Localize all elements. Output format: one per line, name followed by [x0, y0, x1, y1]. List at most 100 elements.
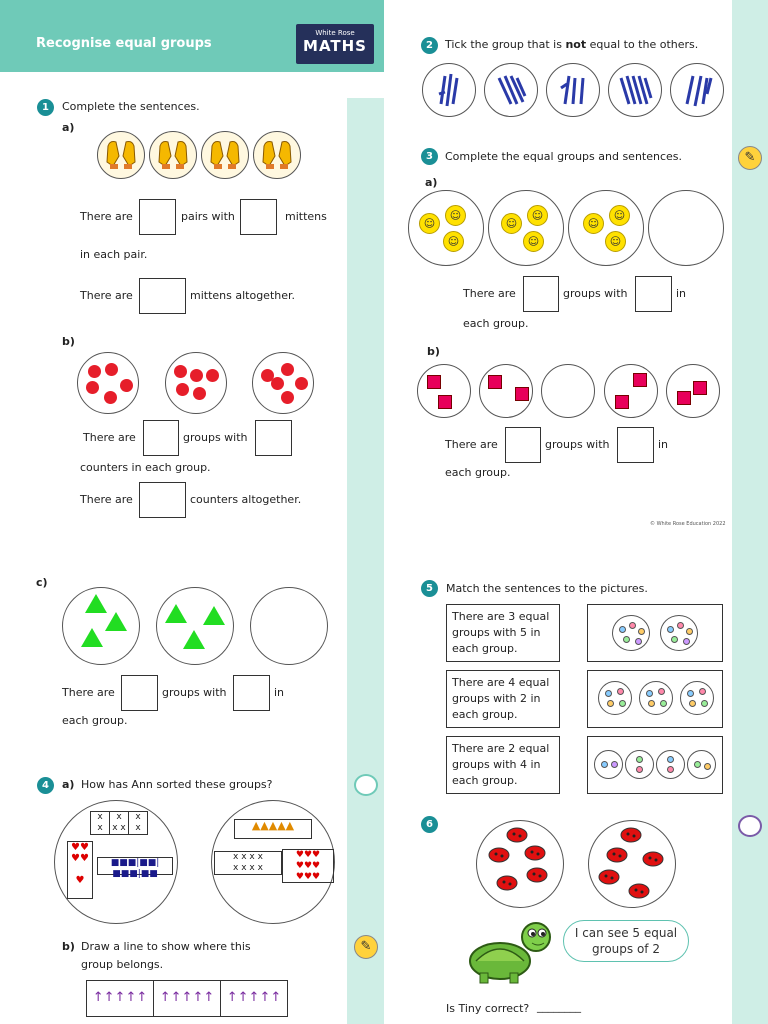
- q3a-answer-box-2[interactable]: [635, 276, 672, 312]
- counter-ring: [625, 750, 654, 779]
- pencil-group-2[interactable]: [484, 63, 538, 117]
- mini-counter: [683, 638, 690, 645]
- mittens-pair-3: [201, 131, 249, 179]
- smiley-face-icon: ☺: [445, 205, 466, 226]
- q1b-text: There are: [83, 431, 136, 444]
- q2-prompt-not: not: [565, 38, 587, 51]
- q1b-answer-box-2[interactable]: [255, 420, 292, 456]
- square-group-4: [604, 364, 658, 418]
- q3b-label: b): [427, 345, 440, 358]
- mini-counter: [667, 626, 674, 633]
- smiley-face-icon: ☺: [527, 205, 548, 226]
- smiley-face-icon: ☺: [419, 213, 440, 234]
- arrow-group-card[interactable]: ↑↑↑↑↑ ↑↑↑↑↑ ↑↑↑↑↑: [86, 980, 288, 1017]
- arrow-cell: ↑↑↑↑↑: [87, 981, 154, 1016]
- red-counter: [86, 381, 99, 394]
- smiley-group-3: ☺ ☺ ☺: [568, 190, 644, 266]
- q3a-answer-box-1[interactable]: [523, 276, 559, 312]
- pencils-icon: [438, 73, 459, 107]
- pencils-icon: [497, 75, 527, 105]
- q3b-answer-box-1[interactable]: [505, 427, 541, 463]
- smiley-face-icon: ☺: [501, 213, 522, 234]
- q1a-answer-box-1[interactable]: [139, 199, 176, 235]
- q3b-answer-box-2[interactable]: [617, 427, 654, 463]
- mini-counter: [636, 766, 643, 773]
- q4a-label: a): [62, 778, 75, 791]
- smiley-group-4-empty[interactable]: [648, 190, 724, 266]
- mini-counter: [605, 690, 612, 697]
- mini-counter: [607, 700, 614, 707]
- pink-square: [633, 373, 647, 387]
- triangle-card: ▲▲▲▲▲: [234, 819, 312, 839]
- mini-counter: [667, 756, 674, 763]
- mini-counter: [694, 761, 701, 768]
- mini-counter: [687, 690, 694, 697]
- triangle-shape: [85, 594, 107, 613]
- q1b-answer-box-1[interactable]: [143, 420, 179, 456]
- mini-counter: [677, 622, 684, 629]
- q1a-answer-box-2[interactable]: [240, 199, 277, 235]
- triangle-group-3-empty[interactable]: [250, 587, 328, 665]
- left-side-band: [347, 98, 384, 1024]
- ladybird-group-2: [588, 820, 676, 908]
- counter-ring: [612, 615, 650, 651]
- q1a-text: There are: [80, 289, 133, 302]
- q3b-text: There are: [445, 438, 498, 451]
- mini-counter: [648, 700, 655, 707]
- pink-square: [677, 391, 691, 405]
- mini-counter: [646, 690, 653, 697]
- pencils-icon: [560, 75, 585, 105]
- triangle-shape: [81, 628, 103, 647]
- q1c-label: c): [36, 576, 48, 589]
- q1a-answer-box-3[interactable]: [139, 278, 186, 314]
- pink-square: [438, 395, 452, 409]
- mini-counter: [619, 626, 626, 633]
- q5-sentence-3[interactable]: There are 2 equal groups with 4 in each …: [446, 736, 560, 794]
- mini-counter: [660, 700, 667, 707]
- pencil-icon: ✎: [738, 146, 762, 170]
- question-number-2: 2: [421, 37, 438, 54]
- page-title: Recognise equal groups: [36, 36, 212, 51]
- mitten-icon: [158, 141, 188, 169]
- q1c-answer-box-2[interactable]: [233, 675, 270, 711]
- logo-line2: MATHS: [303, 37, 367, 55]
- smiley-face-icon: ☺: [609, 205, 630, 226]
- q1c-answer-box-1[interactable]: [121, 675, 158, 711]
- q1b-text: counters altogether.: [190, 493, 302, 506]
- q1b-text: There are: [80, 493, 133, 506]
- mitten-icon: [210, 141, 240, 169]
- pencil-group-3[interactable]: [546, 63, 600, 117]
- question-number-4: 4: [37, 777, 54, 794]
- pencil-group-4[interactable]: [608, 63, 662, 117]
- turtle-icon: [469, 922, 551, 984]
- q5-sentence-1[interactable]: There are 3 equal groups with 5 in each …: [446, 604, 560, 662]
- q5-picture-1[interactable]: [587, 604, 723, 662]
- q3b-text: in: [658, 438, 669, 451]
- pencil-group-5[interactable]: [670, 63, 724, 117]
- q5-picture-3[interactable]: [587, 736, 723, 794]
- q3b-text: each group.: [445, 466, 511, 479]
- q1a-text: mittens: [285, 210, 327, 223]
- q5-sentence-2[interactable]: There are 4 equal groups with 2 in each …: [446, 670, 560, 728]
- q1b-answer-box-3[interactable]: [139, 482, 186, 518]
- square-group-3-empty[interactable]: [541, 364, 595, 418]
- square-group-2: [479, 364, 533, 418]
- pencil-group-1[interactable]: [422, 63, 476, 117]
- q5-picture-2[interactable]: [587, 670, 723, 728]
- mini-counter: [704, 763, 711, 770]
- mini-counter: [671, 636, 678, 643]
- q3b-text: groups with: [545, 438, 610, 451]
- mini-counter: [623, 636, 630, 643]
- q1a-text: in each pair.: [80, 248, 148, 261]
- mittens-pair-4: [253, 131, 301, 179]
- ladybird-icon: [598, 827, 664, 899]
- mini-counter: [635, 638, 642, 645]
- mini-counter: [611, 761, 618, 768]
- ladybird-group-1: [476, 820, 564, 908]
- mini-counter: [699, 688, 706, 695]
- square-card: ■■■|■■|■■■|■■: [97, 857, 173, 879]
- q6-answer-line[interactable]: ________: [537, 1000, 581, 1013]
- smiley-face-icon: ☺: [583, 213, 604, 234]
- pencil-icon: ✎: [354, 935, 378, 959]
- counter-ring: [598, 681, 632, 715]
